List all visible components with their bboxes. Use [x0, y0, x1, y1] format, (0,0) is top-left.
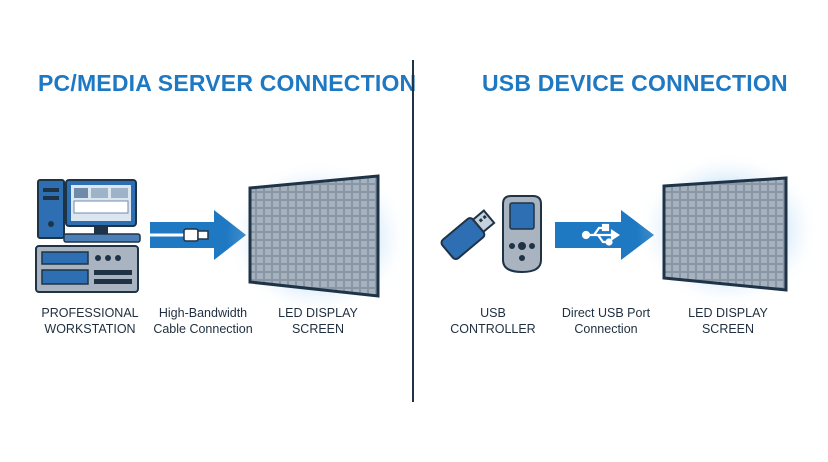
- keyboard-icon: [63, 233, 141, 243]
- left-screen-label: LED DISPLAY SCREEN: [278, 306, 358, 336]
- cable-label: High-Bandwidth Cable Connection: [153, 306, 253, 336]
- handheld-controller-icon: [502, 195, 542, 274]
- usb-symbol-icon: [581, 223, 620, 246]
- right-screen-label: LED DISPLAY SCREEN: [688, 306, 768, 336]
- led-screen-icon: [226, 160, 410, 316]
- hdmi-cable-icon: [150, 228, 209, 242]
- panel-divider: [412, 60, 414, 402]
- computer-tower-icon: [37, 179, 65, 239]
- media-server-icon: [35, 245, 139, 293]
- right-panel-title: USB DEVICE CONNECTION: [482, 70, 788, 96]
- left-panel-title: PC/MEDIA SERVER CONNECTION: [38, 70, 417, 96]
- led-screen-icon: [636, 152, 820, 308]
- monitor-icon: [65, 179, 137, 234]
- workstation-label: PROFESSIONAL WORKSTATION: [41, 306, 139, 336]
- port-label: Direct USB Port Connection: [561, 306, 651, 336]
- usb-stick-icon: [440, 209, 496, 260]
- controller-label: USB CONTROLLER: [450, 306, 536, 336]
